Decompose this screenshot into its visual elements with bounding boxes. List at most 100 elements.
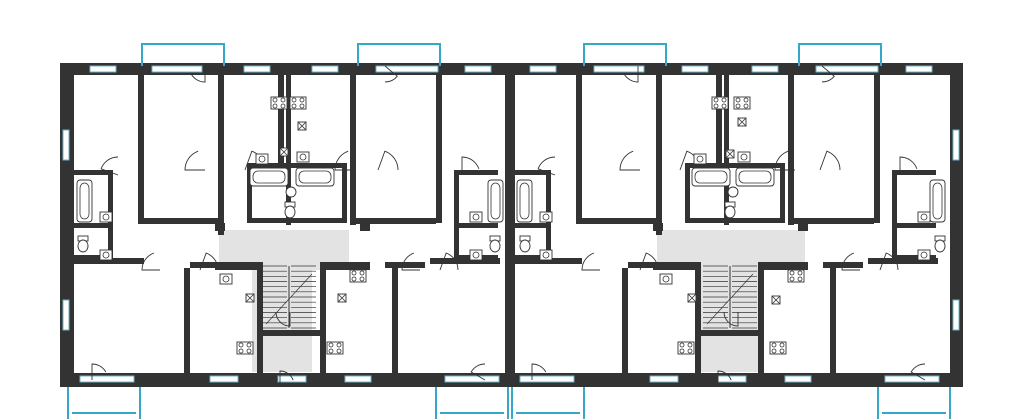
door-swing-icon	[401, 252, 420, 271]
wall-segment	[215, 262, 259, 270]
wall-segment	[716, 75, 722, 165]
wall-segment	[788, 75, 794, 225]
wall-segment	[576, 218, 656, 224]
sink-icon	[219, 273, 233, 285]
vent-shaft-cross	[725, 149, 735, 159]
sink-icon	[469, 249, 483, 261]
vent-shaft-cross	[279, 147, 289, 157]
stove-burner	[246, 348, 252, 354]
toilet-bowl	[77, 239, 89, 253]
stove-icon	[349, 269, 367, 283]
wall-segment	[758, 262, 764, 374]
sink-bowl	[102, 251, 110, 259]
bathtub-inner	[490, 182, 501, 220]
stove-burner	[238, 342, 244, 348]
sink-bowl	[258, 155, 266, 163]
window	[681, 65, 709, 73]
window	[905, 65, 933, 73]
window	[784, 375, 812, 383]
vent-shaft-cross	[245, 293, 255, 303]
wall-segment	[356, 218, 436, 224]
balcony-south	[511, 387, 585, 419]
balcony-north	[357, 43, 441, 66]
vent-shaft-cross	[337, 293, 347, 303]
window	[717, 375, 747, 383]
sink-bowl	[542, 251, 550, 259]
stove-burner	[280, 103, 286, 109]
balcony-north	[583, 43, 667, 66]
sink-icon	[255, 153, 269, 165]
toilet-bowl	[284, 205, 296, 219]
stove-icon	[711, 96, 729, 110]
bathtub-inner	[79, 182, 90, 220]
wall-segment	[505, 63, 515, 387]
door-swing-icon	[723, 311, 739, 327]
stove-icon	[236, 341, 254, 355]
bathtub-icon	[295, 167, 335, 187]
stove-burner	[299, 103, 305, 109]
stove-burner	[351, 276, 357, 282]
door-swing-icon	[717, 370, 732, 385]
vent-shaft-cross	[737, 117, 747, 127]
window	[277, 375, 307, 383]
basin-icon	[285, 186, 297, 198]
wall-segment	[320, 262, 326, 374]
sink-bowl	[222, 275, 230, 283]
window	[649, 375, 679, 383]
stove-burner	[328, 342, 334, 348]
stove-burner	[299, 97, 305, 103]
wall-segment	[454, 170, 459, 258]
wall-segment	[60, 63, 74, 387]
bathtub-inner	[738, 170, 772, 184]
stair-icon	[706, 273, 754, 325]
sink-bowl	[920, 251, 928, 259]
stove-burner	[721, 97, 727, 103]
sink-icon	[296, 151, 310, 163]
bathtub-icon	[929, 179, 946, 223]
door-swing-icon	[377, 150, 399, 171]
window	[344, 375, 372, 383]
wall-segment	[695, 262, 701, 374]
wall-segment	[685, 163, 690, 223]
wall-segment	[257, 262, 263, 374]
wall-segment	[656, 75, 662, 235]
door-swing-icon	[531, 363, 547, 380]
window	[375, 65, 439, 73]
wall-segment	[868, 258, 938, 264]
stove-burner	[359, 276, 365, 282]
stove-burner	[779, 342, 785, 348]
sink-icon	[539, 249, 553, 261]
sink-icon	[99, 211, 113, 223]
wall-segment	[218, 75, 224, 235]
stove-burner	[797, 270, 803, 276]
door-swing-icon	[184, 150, 205, 171]
stove-burner	[272, 97, 278, 103]
door-swing-icon	[774, 150, 795, 171]
door-swing-icon	[100, 156, 119, 176]
vent-shaft-cross	[297, 121, 307, 131]
stove-burner	[687, 342, 693, 348]
stove-icon	[326, 341, 344, 355]
stove-burner	[771, 342, 777, 348]
wall-segment	[247, 163, 252, 223]
stove-burner	[238, 348, 244, 354]
stove-burner	[743, 97, 749, 103]
toilet-bowl	[519, 239, 531, 253]
stove-icon	[787, 269, 805, 283]
window	[884, 375, 940, 383]
wall-segment	[320, 262, 370, 270]
window	[464, 65, 492, 73]
wall-segment	[342, 163, 347, 223]
door-swing-icon	[199, 252, 219, 271]
stove-icon	[289, 96, 307, 110]
wall-segment	[454, 223, 498, 228]
wall-segment	[360, 223, 370, 231]
wall-segment	[286, 75, 291, 225]
window	[444, 375, 500, 383]
stove-burner	[351, 270, 357, 276]
door-swing-icon	[279, 370, 294, 385]
sink-bowl	[299, 153, 307, 161]
door-swing-icon	[821, 65, 835, 83]
